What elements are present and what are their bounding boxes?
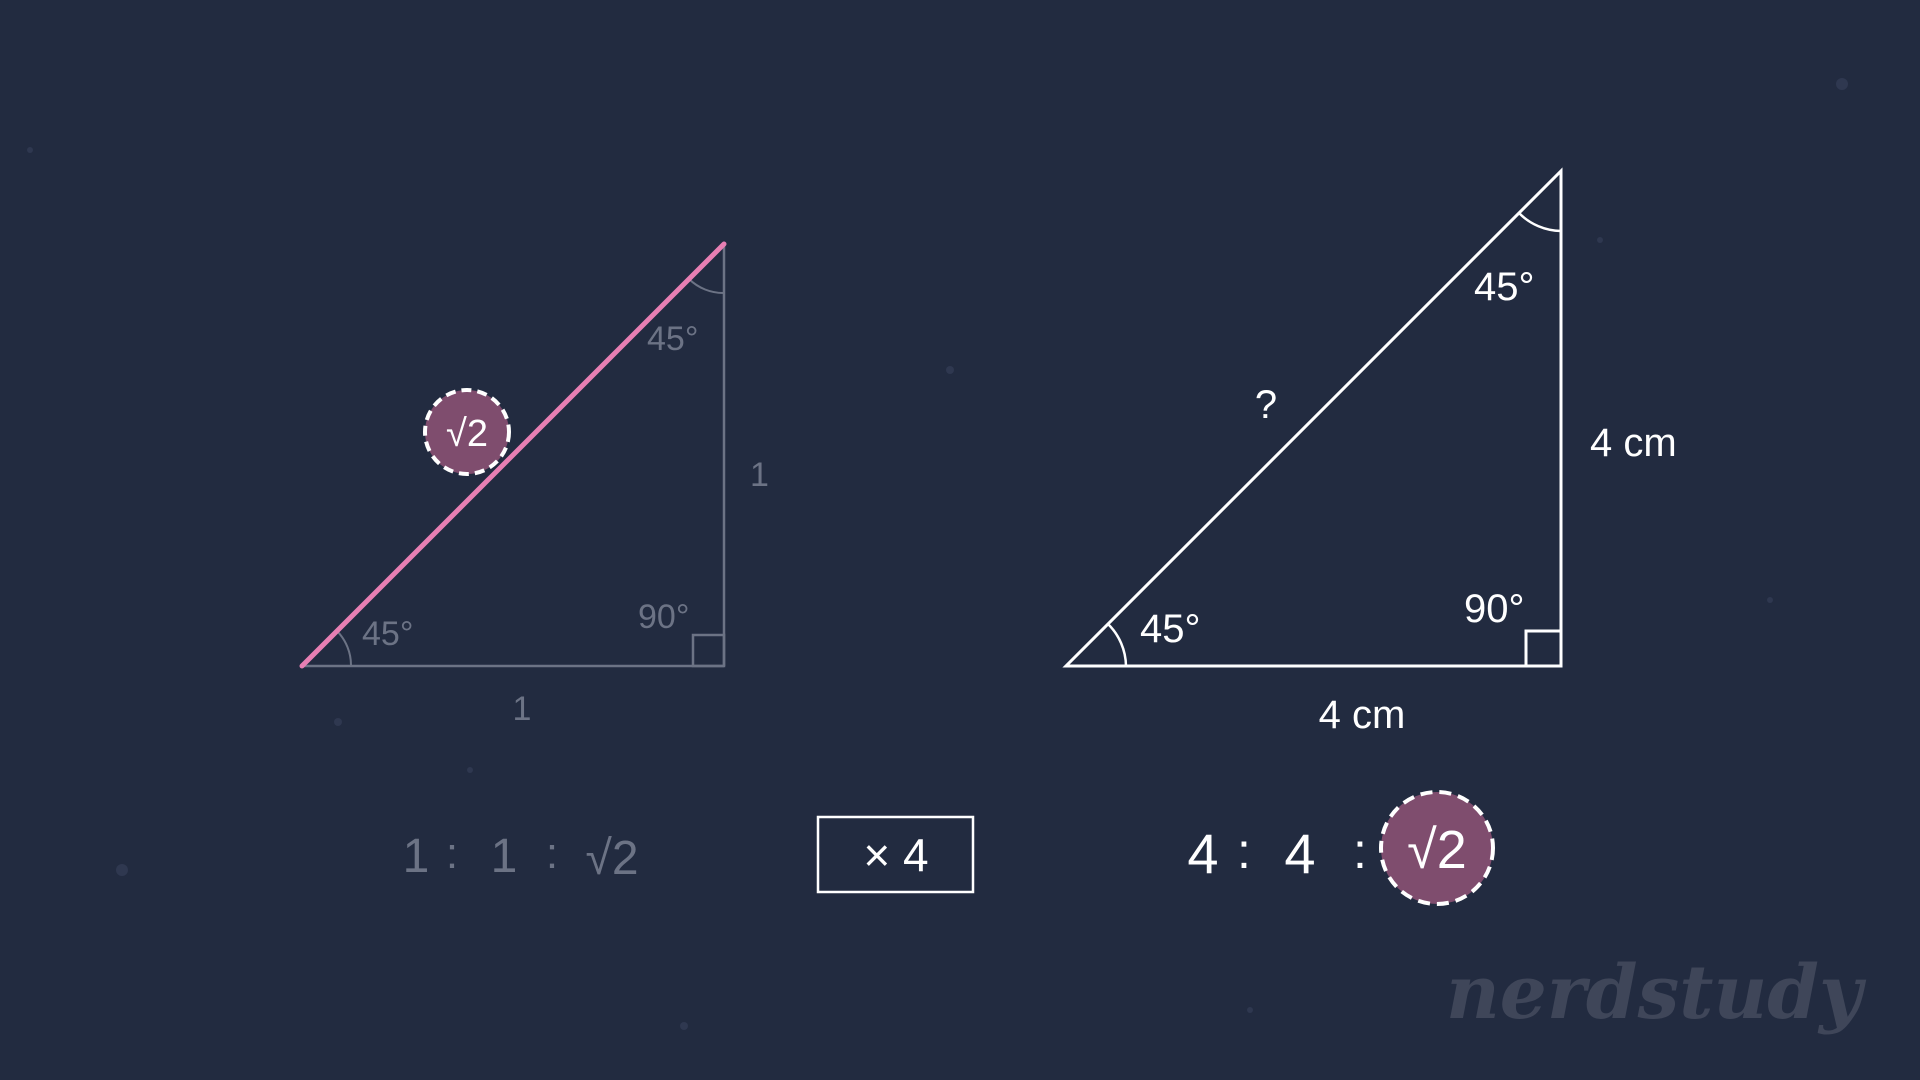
ratio-reference: 1 : 1 : √2 bbox=[403, 829, 639, 885]
reference-hypotenuse-badge: √2 bbox=[423, 388, 511, 476]
target-side-vertical-label: 4 cm bbox=[1590, 421, 1677, 465]
reference-triangle: 45° 45° 90° 1 1 √2 bbox=[299, 241, 769, 728]
target-hypotenuse-label: ? bbox=[1255, 383, 1277, 427]
target-angle-top-label: 45° bbox=[1474, 265, 1535, 309]
reference-side-bottom-label: 1 bbox=[513, 690, 532, 728]
target-angle-arc-bottom-left bbox=[1107, 623, 1128, 667]
reference-angle-arc-top bbox=[688, 278, 725, 295]
multiplier-label: × 4 bbox=[863, 829, 928, 881]
ratio-target-b: 4 bbox=[1284, 822, 1315, 885]
target-side-bottom-label: 4 cm bbox=[1319, 693, 1406, 737]
ratio-reference-b: 1 bbox=[491, 830, 518, 883]
ratio-reference-c: √2 bbox=[585, 832, 638, 885]
target-right-angle-marker bbox=[1524, 629, 1563, 668]
background-specks bbox=[27, 78, 1848, 1030]
reference-angle-bottom-left-label: 45° bbox=[362, 615, 413, 653]
ratio-target-badge: √2 bbox=[1379, 790, 1495, 906]
ratio-target-sep1: : bbox=[1237, 823, 1251, 879]
ratio-reference-sep1: : bbox=[446, 829, 458, 878]
multiplier-box: × 4 bbox=[816, 815, 975, 894]
reference-hypotenuse bbox=[299, 241, 727, 669]
nerdstudy-logo: nerdstudy bbox=[1446, 950, 1867, 1036]
ratio-target-c: √2 bbox=[1407, 820, 1467, 880]
reference-side-vertical-label: 1 bbox=[750, 456, 769, 494]
reference-angle-right-label: 90° bbox=[638, 598, 689, 636]
target-angle-right-label: 90° bbox=[1464, 587, 1525, 631]
ratio-reference-a: 1 bbox=[403, 830, 430, 883]
ratio-target-sep2: : bbox=[1353, 823, 1367, 879]
target-angle-arc-top bbox=[1518, 212, 1562, 233]
target-triangle: 45° 45° 90° 4 cm 4 cm ? bbox=[1062, 167, 1677, 737]
target-angle-bottom-left-label: 45° bbox=[1140, 607, 1201, 651]
target-triangle-outline bbox=[1062, 167, 1563, 668]
reference-right-angle-marker bbox=[691, 633, 726, 668]
ratio-target: 4 : 4 : √2 bbox=[1187, 790, 1495, 906]
reference-angle-top-label: 45° bbox=[647, 320, 698, 358]
ratio-target-a: 4 bbox=[1187, 822, 1218, 885]
ratio-reference-sep2: : bbox=[546, 829, 558, 878]
reference-angle-arc-bottom-left bbox=[336, 630, 353, 667]
reference-hypotenuse-badge-label: √2 bbox=[446, 413, 488, 455]
